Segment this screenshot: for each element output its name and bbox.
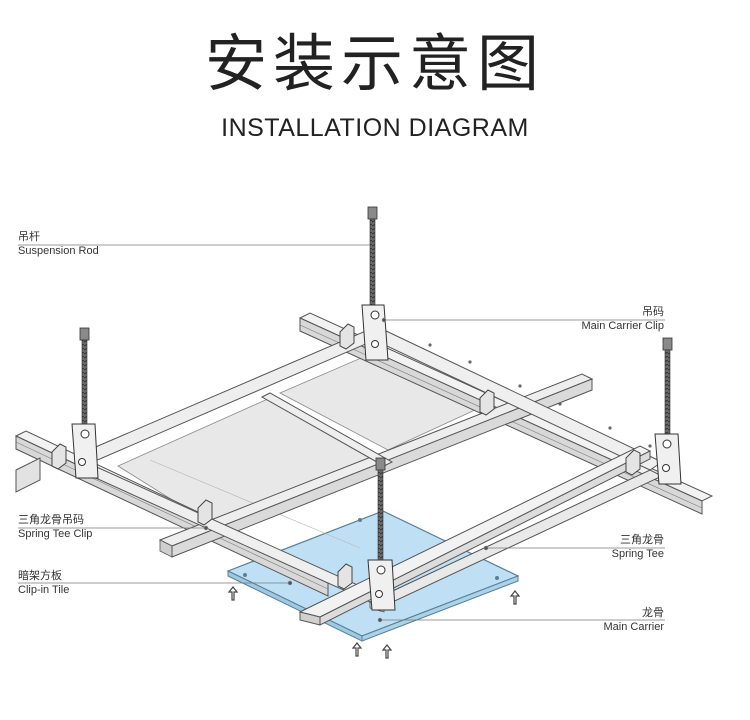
- push-arrow-icons: [227, 586, 521, 659]
- suspension-rod: [367, 457, 396, 611]
- label-main-carrier-clip-zh: 吊码: [642, 306, 664, 318]
- diagram-title: 安装示意图: [204, 27, 545, 100]
- label-clip-in-tile: 暗架方板 Clip-in Tile: [18, 569, 69, 597]
- label-main-carrier-en: Main Carrier: [603, 621, 664, 633]
- label-spring-tee-en: Spring Tee: [611, 548, 664, 560]
- spring-tee-clips: [51, 323, 641, 590]
- label-clip-in-tile-en: Clip-in Tile: [18, 584, 70, 596]
- label-spring-tee-clip: 三角龙骨吊码 Spring Tee Clip: [18, 513, 92, 541]
- spring-tee-front: [76, 329, 664, 613]
- label-spring-tee-zh: 三角龙骨: [620, 534, 664, 546]
- label-main-carrier-clip-en: Main Carrier Clip: [581, 320, 664, 332]
- label-main-carrier-zh: 龙骨: [642, 607, 664, 619]
- label-spring-tee-clip-zh: 三角龙骨吊码: [18, 514, 84, 526]
- suspension-rod: [71, 327, 99, 479]
- label-suspension-rod-zh: 吊杆: [18, 231, 40, 243]
- diagram-subtitle: INSTALLATION DIAGRAM: [221, 114, 529, 142]
- label-clip-in-tile-zh: 暗架方板: [18, 570, 62, 582]
- label-suspension-rod-en: Suspension Rod: [18, 245, 99, 257]
- suspension-rods: [71, 206, 682, 611]
- label-spring-tee-clip-en: Spring Tee Clip: [18, 528, 93, 540]
- suspension-rod: [361, 206, 389, 361]
- label-spring-tee: 三角龙骨 Spring Tee: [612, 533, 664, 561]
- label-suspension-rod: 吊杆 Suspension Rod: [18, 230, 99, 258]
- label-main-carrier: 龙骨 Main Carrier: [603, 606, 664, 634]
- suspension-rod: [654, 337, 682, 485]
- label-main-carrier-clip: 吊码 Main Carrier Clip: [581, 305, 664, 333]
- leader-lines: [18, 244, 665, 623]
